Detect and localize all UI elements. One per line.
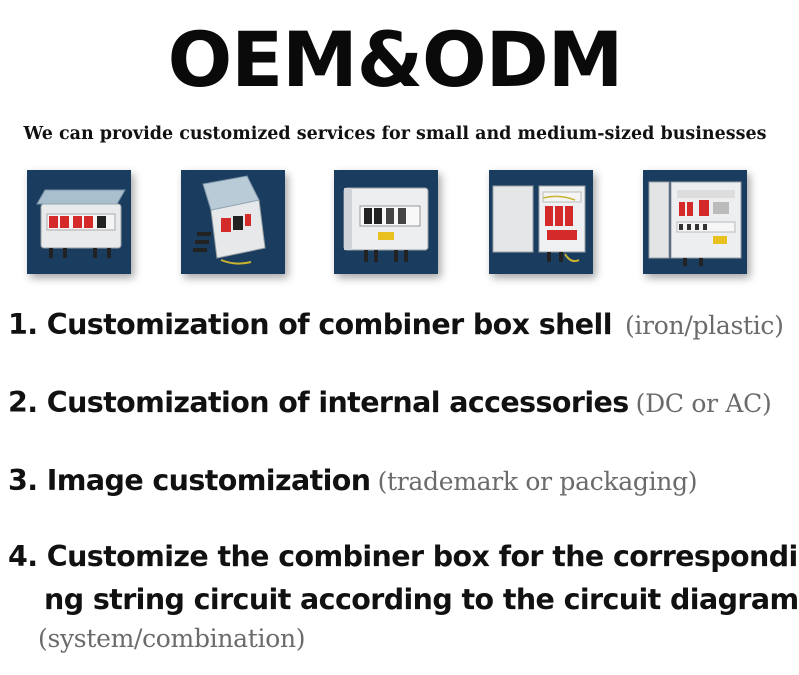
item-2-text: 2. Customization of internal accessories [8,386,629,419]
item-1-text: 1. Customization of combiner box shell [8,308,612,341]
page-title: OEM&ODM [167,15,624,104]
item-4: 4. Customize the combiner box for the co… [8,540,798,573]
item-4-note: (system/combination) [38,624,306,653]
product-image-3 [334,170,438,274]
item-2-note: (DC or AC) [635,389,772,418]
item-1: 1. Customization of combiner box shell (… [8,308,784,341]
item-4-text-line2: ng string circuit according to the circu… [44,583,799,616]
product-image-4 [489,170,593,274]
item-3: 3. Image customization (trademark or pac… [8,464,698,497]
item-1-note: (iron/plastic) [624,311,784,340]
item-4-text-line1: 4. Customize the combiner box for the co… [8,540,798,573]
item-3-note: (trademark or packaging) [377,467,698,496]
product-image-1 [27,170,131,274]
product-image-2 [181,170,285,274]
item-3-text: 3. Image customization [8,464,371,497]
product-image-5 [643,170,747,274]
page-subtitle: We can provide customized services for s… [23,124,767,144]
item-2: 2. Customization of internal accessories… [8,386,772,419]
